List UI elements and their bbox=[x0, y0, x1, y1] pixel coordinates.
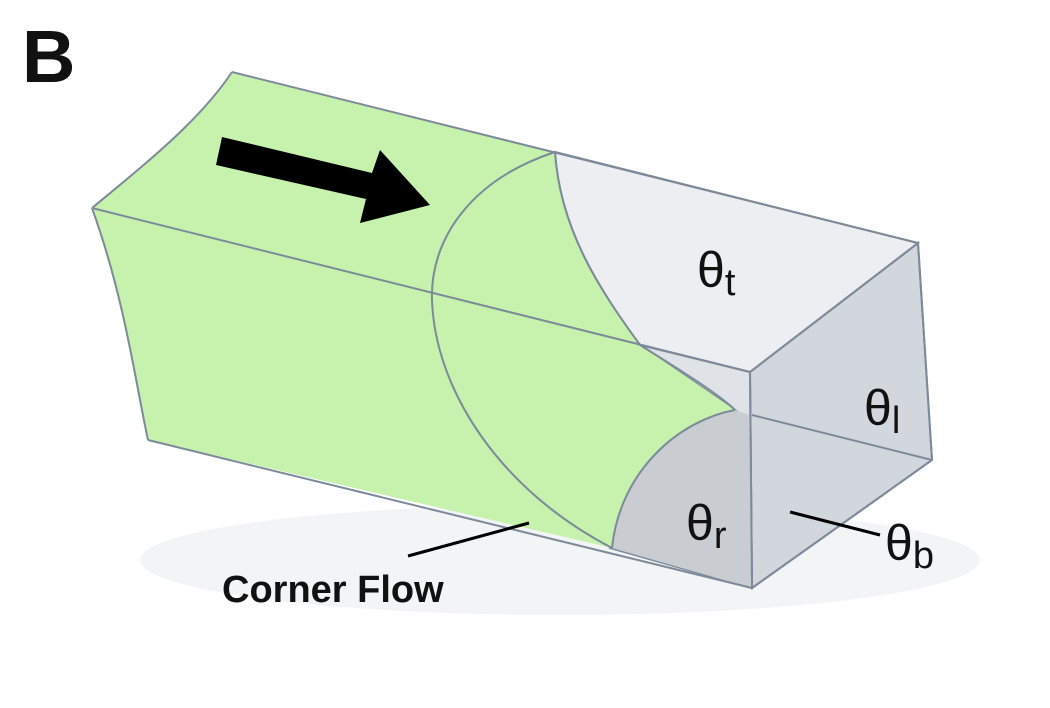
theta-r-label: θr bbox=[686, 495, 727, 557]
meniscus-top bbox=[554, 151, 736, 411]
theta-b-label: θb bbox=[885, 515, 934, 577]
liquid-body bbox=[92, 72, 735, 548]
theta-b-leader bbox=[789, 510, 881, 537]
end-diagonal bbox=[751, 414, 933, 461]
theta-t-label: θt bbox=[697, 242, 736, 304]
panel-label: B bbox=[22, 15, 75, 98]
channel-edges bbox=[91, 71, 934, 589]
top-back-edge bbox=[231, 71, 919, 244]
left-cut-top bbox=[91, 71, 233, 209]
left-cut-side bbox=[91, 207, 149, 441]
corner-flow-leader bbox=[407, 521, 530, 558]
corner-flow-label: Corner Flow bbox=[222, 569, 444, 611]
theta-l-label: θl bbox=[864, 380, 900, 442]
corner-dry-bottom bbox=[612, 410, 752, 588]
meniscus-bottom bbox=[611, 409, 736, 549]
front-right-edge bbox=[749, 371, 753, 589]
right-arrow-icon bbox=[216, 137, 430, 223]
meniscus-front bbox=[430, 151, 613, 549]
bottom-front-edge bbox=[147, 439, 753, 589]
